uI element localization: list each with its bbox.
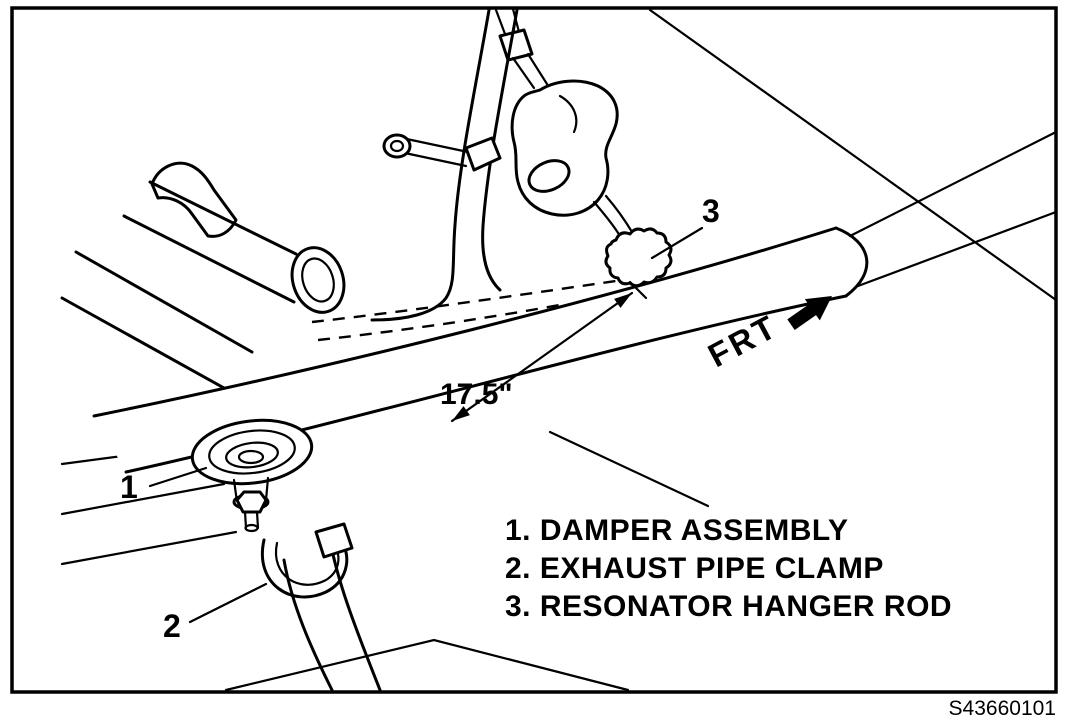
resonator-hanger-bracket-drawing [510, 79, 619, 217]
resonator-hanger-rod-drawing [592, 194, 673, 300]
figure-border [10, 6, 1058, 694]
damper-assembly-drawing [190, 418, 314, 533]
figure-code: S43660101 [949, 697, 1056, 720]
exhaust-pipe-clamp-drawing [260, 522, 354, 599]
legend: 1. DAMPER ASSEMBLY 2. EXHAUST PIPE CLAMP… [505, 514, 952, 623]
legend-item-clamp: 2. EXHAUST PIPE CLAMP [505, 552, 884, 585]
callout-1-leader [148, 466, 208, 488]
callout-2-label: 2 [163, 608, 181, 644]
legend-item-damper: 1. DAMPER ASSEMBLY [505, 514, 849, 547]
callouts: 1 2 3 [120, 193, 720, 644]
legend-item-hanger: 3. RESONATOR HANGER ROD [505, 590, 952, 623]
frt-arrow-icon [787, 296, 832, 330]
dimension-arrowhead-top [614, 293, 632, 308]
underbody-line-art [60, 7, 1058, 692]
dimension-indicator: 17.5" [440, 291, 634, 423]
callout-2-leader [188, 582, 268, 624]
dimension-label: 17.5" [440, 378, 513, 411]
callout-3-label: 3 [702, 193, 720, 229]
callout-3-leader [650, 226, 704, 260]
callout-1-label: 1 [120, 469, 138, 505]
dimension-arrowhead-bottom [452, 406, 470, 421]
